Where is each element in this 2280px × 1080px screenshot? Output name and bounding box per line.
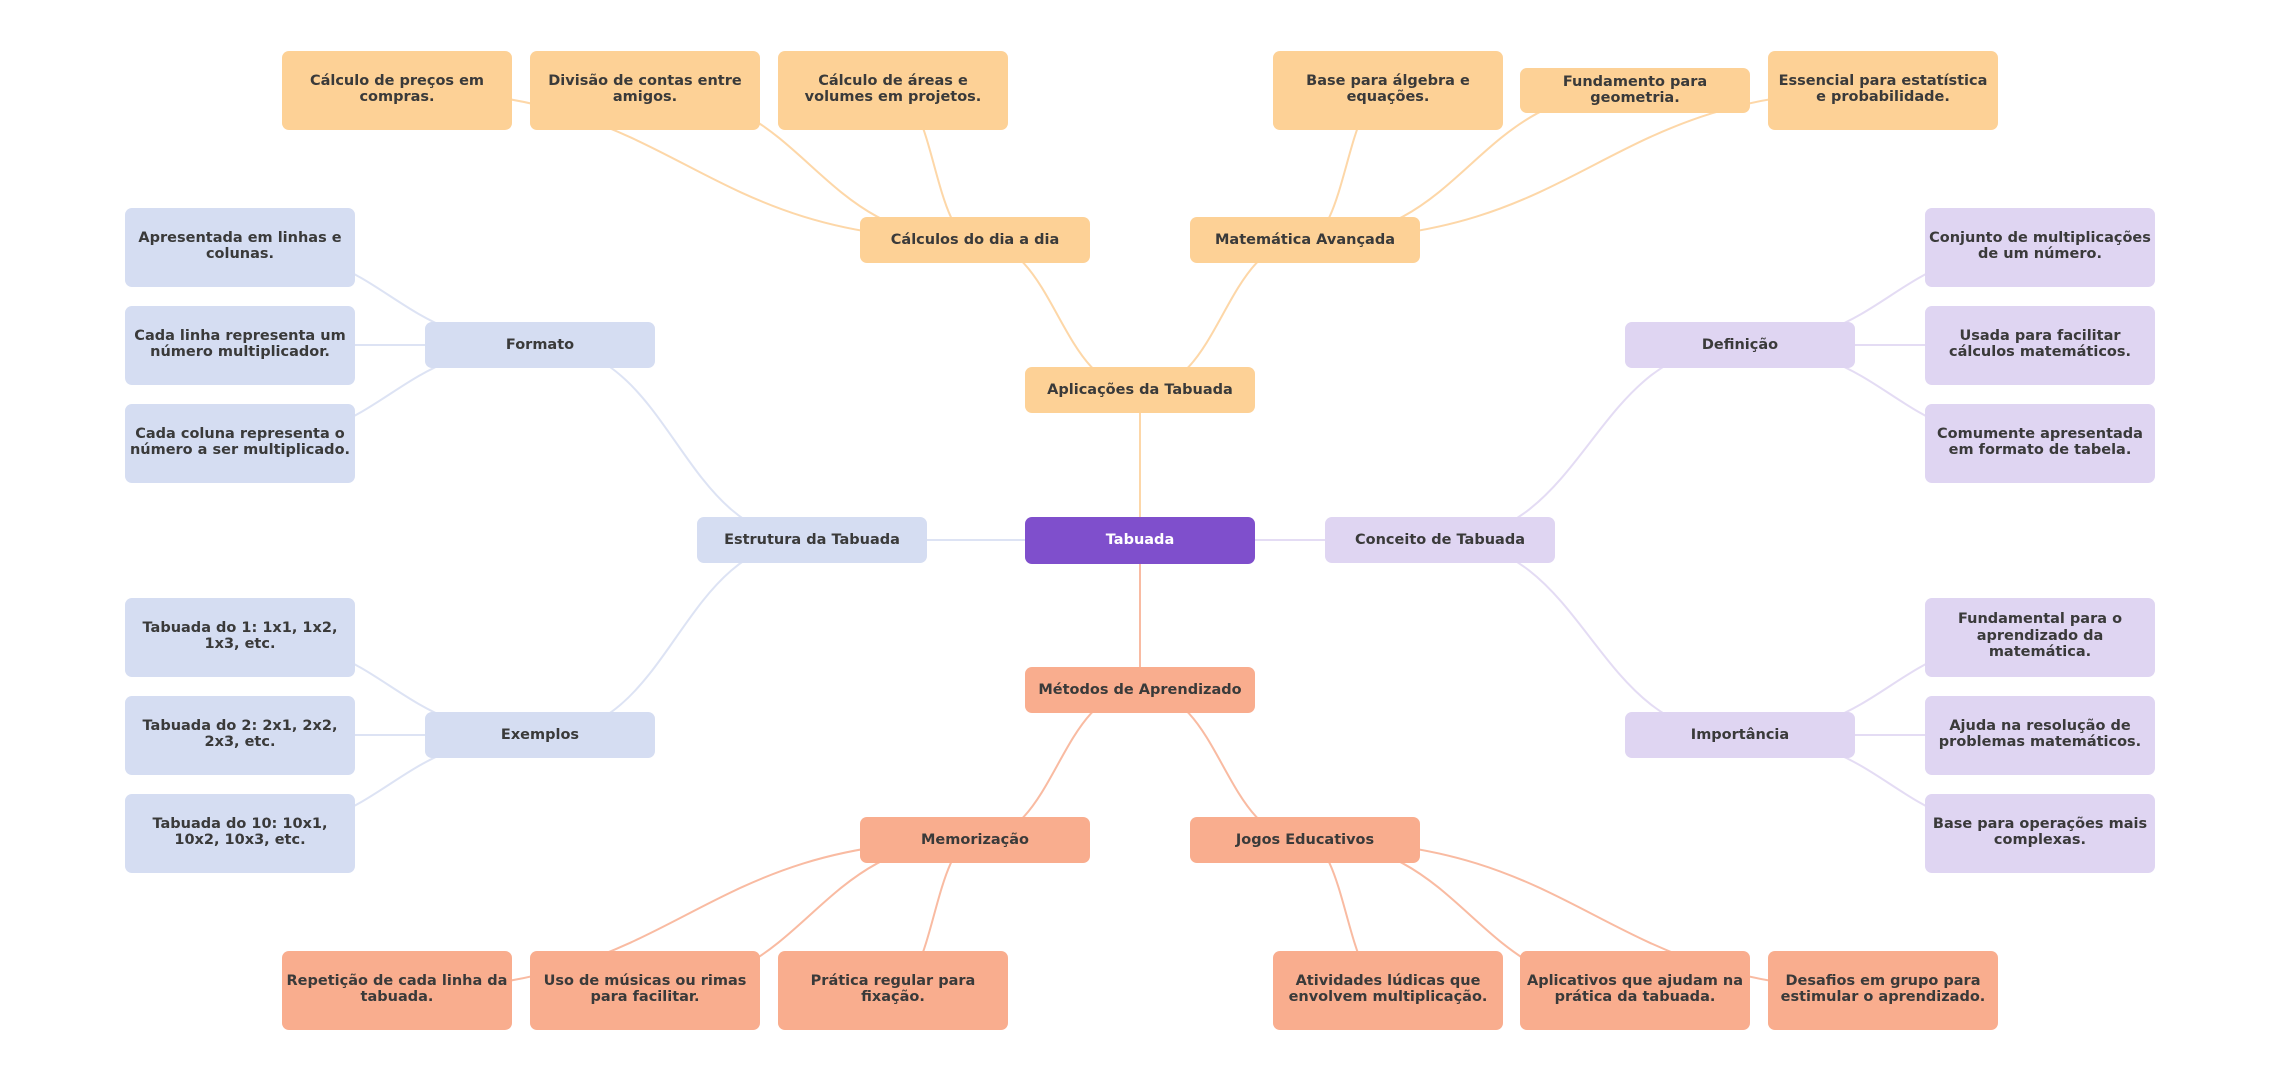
leaf-node-def1[interactable]: Conjunto de multiplicações de um número. xyxy=(1925,207,2155,287)
node-label: Fundamento para geometria. xyxy=(1562,73,1708,107)
leaf-node-jog3[interactable]: Desafios em grupo para estimular o apren… xyxy=(1768,950,1998,1030)
node-label: Memorização xyxy=(920,831,1030,848)
node-label: Exemplos xyxy=(500,726,580,743)
leaf-node-mat2[interactable]: Fundamento para geometria. xyxy=(1520,67,1750,113)
topic-node-importancia[interactable]: Importância xyxy=(1625,712,1855,758)
leaf-node-calc2[interactable]: Divisão de contas entre amigos. xyxy=(530,50,760,130)
topic-node-formato[interactable]: Formato xyxy=(425,322,655,368)
leaf-node-calc3[interactable]: Cálculo de áreas e volumes em projetos. xyxy=(778,50,1008,130)
leaf-node-calc1[interactable]: Cálculo de preços em compras. xyxy=(282,50,512,130)
node-label: Estrutura da Tabuada xyxy=(724,531,900,548)
leaf-node-mat1[interactable]: Base para álgebra e equações. xyxy=(1273,50,1503,130)
node-label: Repetição de cada linha da tabuada. xyxy=(286,972,508,1006)
topic-node-matematica[interactable]: Matemática Avançada xyxy=(1190,217,1420,263)
node-label: Aplicações da Tabuada xyxy=(1047,381,1233,398)
leaf-node-mem2[interactable]: Uso de músicas ou rimas para facilitar. xyxy=(530,950,760,1030)
node-label: Cálculos do dia a dia xyxy=(890,231,1060,248)
node-label: Formato xyxy=(505,336,575,353)
leaf-node-jog1[interactable]: Atividades lúdicas que envolvem multipli… xyxy=(1273,950,1503,1030)
branch-node-aplicacoes[interactable]: Aplicações da Tabuada xyxy=(1025,367,1255,413)
leaf-node-jog2[interactable]: Aplicativos que ajudam na prática da tab… xyxy=(1520,950,1750,1030)
node-label: Aplicativos que ajudam na prática da tab… xyxy=(1526,972,1743,1006)
leaf-node-def3[interactable]: Comumente apresentada em formato de tabe… xyxy=(1925,403,2155,483)
node-label: Ajuda na resolução de problemas matemáti… xyxy=(1938,717,2142,751)
topic-node-memorizacao[interactable]: Memorização xyxy=(860,817,1090,863)
node-label: Definição xyxy=(1701,336,1779,353)
leaf-node-ex2[interactable]: Tabuada do 2: 2x1, 2x2, 2x3, etc. xyxy=(125,695,355,775)
link-estrutura-exemplos xyxy=(539,539,813,736)
leaf-node-def2[interactable]: Usada para facilitar cálculos matemático… xyxy=(1925,305,2155,385)
leaf-node-mem1[interactable]: Repetição de cada linha da tabuada. xyxy=(282,950,512,1030)
topic-node-calculos[interactable]: Cálculos do dia a dia xyxy=(860,217,1090,263)
link-conceito-importancia xyxy=(1439,539,1741,736)
leaf-node-mem3[interactable]: Prática regular para fixação. xyxy=(778,950,1008,1030)
node-label: Fundamental para o aprendizado da matemá… xyxy=(1957,611,2123,661)
leaf-node-imp3[interactable]: Base para operações mais complexas. xyxy=(1925,793,2155,873)
branch-node-metodos[interactable]: Métodos de Aprendizado xyxy=(1025,667,1255,713)
node-label: Uso de músicas ou rimas para facilitar. xyxy=(543,972,747,1006)
branch-node-conceito[interactable]: Conceito de Tabuada xyxy=(1325,517,1555,563)
node-label: Cada linha representa um número multipli… xyxy=(134,327,346,361)
leaf-node-imp2[interactable]: Ajuda na resolução de problemas matemáti… xyxy=(1925,695,2155,775)
node-label: Tabuada do 1: 1x1, 1x2, 1x3, etc. xyxy=(142,619,338,653)
leaf-node-imp1[interactable]: Fundamental para o aprendizado da matemá… xyxy=(1925,597,2155,677)
topic-node-exemplos[interactable]: Exemplos xyxy=(425,712,655,758)
node-label: Cálculo de preços em compras. xyxy=(309,72,485,106)
node-label: Tabuada do 2: 2x1, 2x2, 2x3, etc. xyxy=(142,717,338,751)
node-label: Desafios em grupo para estimular o apren… xyxy=(1780,972,1986,1006)
node-label: Tabuada xyxy=(1105,531,1175,548)
root-node-tabuada[interactable]: Tabuada xyxy=(1025,516,1255,564)
branch-node-estrutura[interactable]: Estrutura da Tabuada xyxy=(697,517,927,563)
node-label: Cada coluna representa o número a ser mu… xyxy=(129,425,351,459)
node-label: Importância xyxy=(1690,726,1790,743)
node-label: Base para álgebra e equações. xyxy=(1306,72,1470,106)
link-estrutura-formato xyxy=(539,344,813,541)
node-label: Base para operações mais complexas. xyxy=(1932,815,2148,849)
node-label: Cálculo de áreas e volumes em projetos. xyxy=(804,72,982,106)
leaf-node-ex3[interactable]: Tabuada do 10: 10x1, 10x2, 10x3, etc. xyxy=(125,793,355,873)
node-label: Conceito de Tabuada xyxy=(1355,531,1525,548)
node-label: Tabuada do 10: 10x1, 10x2, 10x3, etc. xyxy=(152,815,328,849)
node-label: Usada para facilitar cálculos matemático… xyxy=(1948,327,2132,361)
leaf-node-for3[interactable]: Cada coluna representa o número a ser mu… xyxy=(125,403,355,483)
topic-node-definicao[interactable]: Definição xyxy=(1625,322,1855,368)
leaf-node-ex1[interactable]: Tabuada do 1: 1x1, 1x2, 1x3, etc. xyxy=(125,597,355,677)
node-label: Jogos Educativos xyxy=(1235,831,1375,848)
leaf-node-for2[interactable]: Cada linha representa um número multipli… xyxy=(125,305,355,385)
node-label: Apresentada em linhas e colunas. xyxy=(138,229,342,263)
node-label: Divisão de contas entre amigos. xyxy=(548,72,742,106)
node-label: Métodos de Aprendizado xyxy=(1038,681,1242,698)
node-label: Conjunto de multiplicações de um número. xyxy=(1929,229,2151,263)
topic-node-jogos[interactable]: Jogos Educativos xyxy=(1190,817,1420,863)
link-conceito-definicao xyxy=(1439,344,1741,541)
leaf-node-for1[interactable]: Apresentada em linhas e colunas. xyxy=(125,207,355,287)
node-label: Matemática Avançada xyxy=(1214,231,1395,248)
node-label: Essencial para estatística e probabilida… xyxy=(1778,72,1988,106)
node-label: Atividades lúdicas que envolvem multipli… xyxy=(1288,972,1488,1006)
node-label: Comumente apresentada em formato de tabe… xyxy=(1937,425,2143,459)
node-label: Prática regular para fixação. xyxy=(810,972,976,1006)
leaf-node-mat3[interactable]: Essencial para estatística e probabilida… xyxy=(1768,50,1998,130)
